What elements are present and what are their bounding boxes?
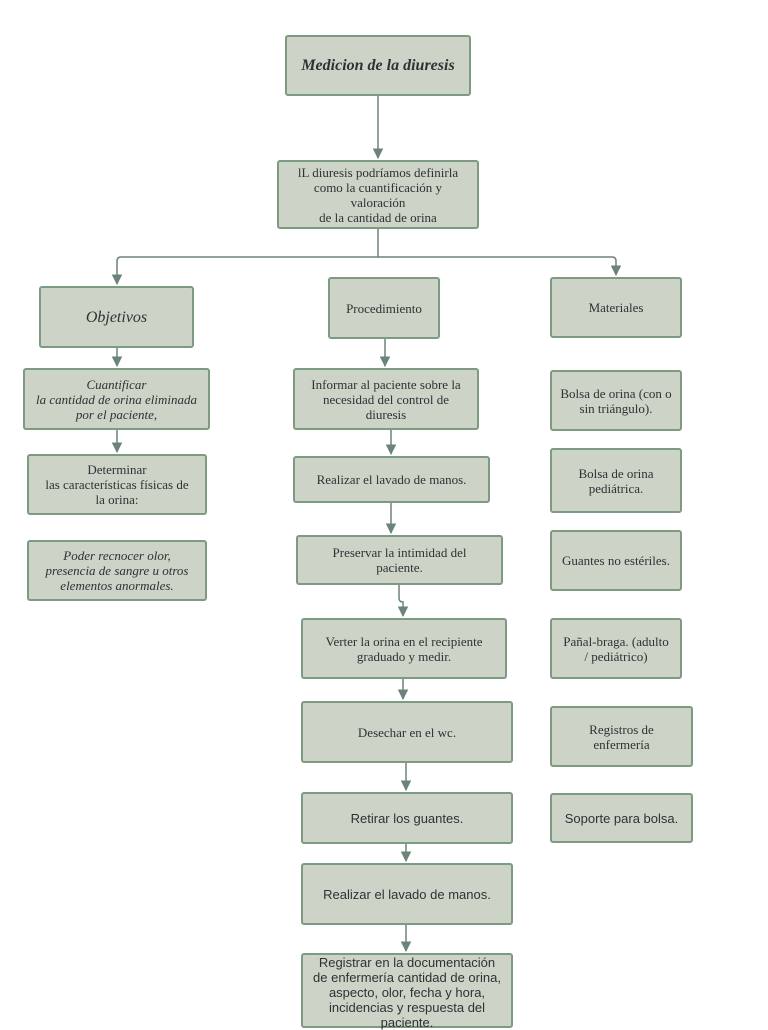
materiales-node: Materiales [550,277,682,338]
procedimiento-desechar: Desechar en el wc. [301,701,513,763]
objetivo-reconocer: Poder recnocer olor, presencia de sangre… [27,540,207,601]
material-soporte: Soporte para bolsa. [550,793,693,843]
objetivo-determinar: Determinar las características físicas d… [27,454,207,515]
procedimiento-informar: Informar al paciente sobre la necesidad … [293,368,479,430]
material-guantes: Guantes no estériles. [550,530,682,591]
procedimiento-verter: Verter la orina en el recipiente graduad… [301,618,507,679]
procedimiento-lavado-2: Realizar el lavado de manos. [301,863,513,925]
title-node: Medicion de la diuresis [285,35,471,96]
procedimiento-intimidad: Preservar la intimidad del paciente. [296,535,503,585]
material-panal-braga: Pañal-braga. (adulto / pediátrico) [550,618,682,679]
objetivo-cuantificar: Cuantificar la cantidad de orina elimina… [23,368,210,430]
procedimiento-lavado-1: Realizar el lavado de manos. [293,456,490,503]
material-bolsa-orina: Bolsa de orina (con o sin triángulo). [550,370,682,431]
material-registros: Registros de enfermería [550,706,693,767]
procedimiento-retirar-guantes: Retirar los guantes. [301,792,513,844]
definition-node: lL diuresis podríamos definirla como la … [277,160,479,229]
material-bolsa-pediatrica: Bolsa de orina pediátrica. [550,448,682,513]
objetivos-node: Objetivos [39,286,194,348]
procedimiento-registrar: Registrar en la documentación de enferme… [301,953,513,1030]
procedimiento-node: Procedimiento [328,277,440,339]
